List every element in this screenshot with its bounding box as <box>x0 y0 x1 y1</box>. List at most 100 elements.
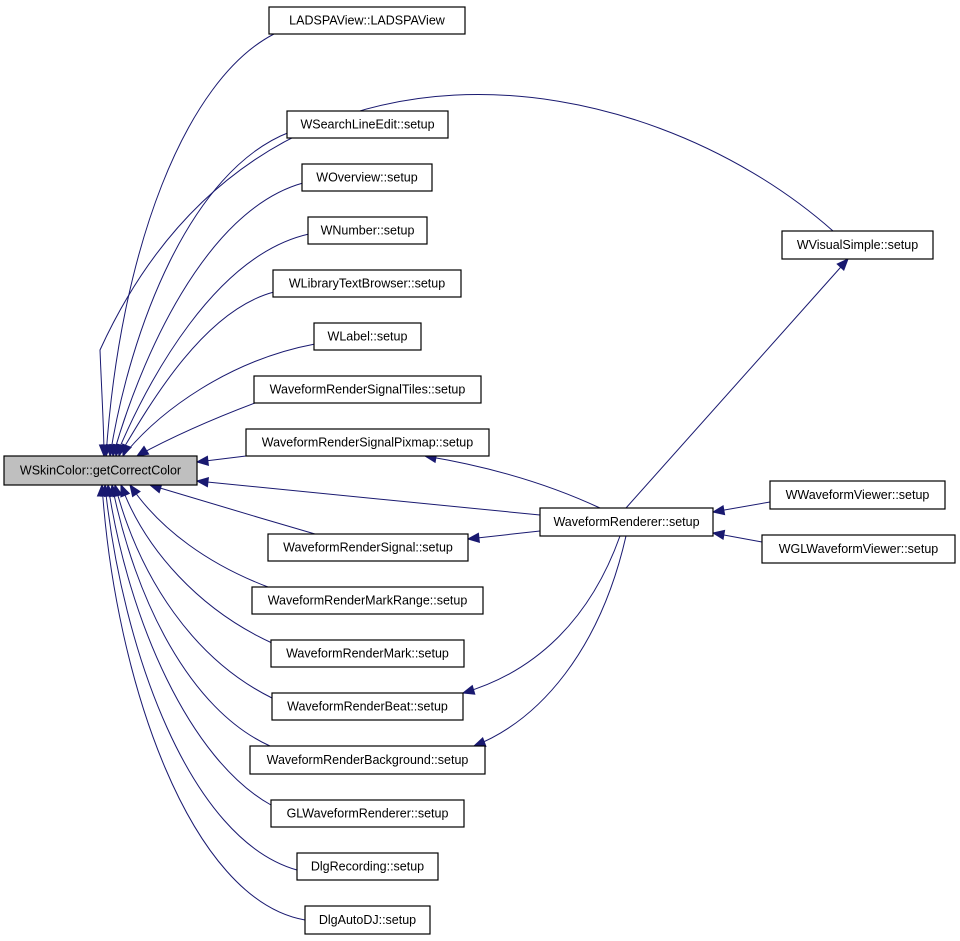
node-label: WOverview::setup <box>316 171 417 185</box>
arrowhead <box>472 737 487 747</box>
node-waveformrendersignalpixmap-setup[interactable]: WaveformRenderSignalPixmap::setup <box>245 428 490 457</box>
edge-renderer-to-beat <box>461 535 621 695</box>
edge-label-to-root <box>122 343 316 458</box>
edge-line <box>473 535 627 747</box>
arrowhead <box>135 445 150 457</box>
node-wnumber-setup[interactable]: WNumber::setup <box>307 216 428 245</box>
edge-line <box>111 484 271 747</box>
edge-line <box>114 484 273 699</box>
edge-line <box>149 484 316 535</box>
edge-line <box>625 258 849 509</box>
node-wwaveformviewer-setup[interactable]: WWaveformViewer::setup <box>769 480 946 510</box>
node-waveformrenderbeat-setup[interactable]: WaveformRenderBeat::setup <box>271 692 464 721</box>
node-label: WWaveformViewer::setup <box>786 488 930 502</box>
node-label: WaveformRenderSignalPixmap::setup <box>262 436 473 450</box>
node-label: WGLWaveformViewer::setup <box>779 542 939 556</box>
node-label: DlgAutoDJ::setup <box>319 913 416 927</box>
edge-renderer-to-pixmap <box>423 452 601 509</box>
node-waveformrenderbackground-setup[interactable]: WaveformRenderBackground::setup <box>249 745 486 775</box>
arrowhead <box>711 504 726 516</box>
edge-line <box>101 484 306 921</box>
node-label: WaveformRenderMark::setup <box>286 647 449 661</box>
node-dlgrecording-setup[interactable]: DlgRecording::setup <box>296 852 439 881</box>
arrowhead <box>711 529 726 541</box>
edge-mark-to-root <box>120 483 273 644</box>
edge-glviewer-to-renderer <box>711 529 763 543</box>
edge-pixmap-to-root <box>195 455 247 466</box>
edge-line <box>112 182 304 457</box>
edge-line <box>129 484 269 588</box>
node-wskincolor-getcorrectcolor[interactable]: WSkinColor::getCorrectColor <box>3 455 198 486</box>
node-label: WaveformRenderSignalTiles::setup <box>270 383 466 397</box>
node-label: WLabel::setup <box>328 330 408 344</box>
node-glwaveformrenderer-setup[interactable]: GLWaveformRenderer::setup <box>270 799 465 828</box>
edge-line <box>120 484 273 644</box>
edge-glwave-to-root <box>104 483 272 806</box>
node-label: DlgRecording::setup <box>311 860 424 874</box>
node-ladspaview[interactable]: LADSPAView::LADSPAView <box>268 6 466 35</box>
edge-renderer-to-root <box>195 477 541 516</box>
arrowhead <box>836 258 849 271</box>
edge-line <box>107 484 272 806</box>
arrowhead <box>195 477 209 488</box>
arrowhead <box>96 483 108 497</box>
edge-line <box>122 343 316 457</box>
node-label: WSearchLineEdit::setup <box>300 118 434 132</box>
node-label: WVisualSimple::setup <box>797 238 918 252</box>
node-waveformrendermarkrange-setup[interactable]: WaveformRenderMarkRange::setup <box>251 586 484 615</box>
edge-line <box>136 402 256 457</box>
node-label: WaveformRenderMarkRange::setup <box>268 594 468 608</box>
edge-number-to-root <box>112 233 310 458</box>
edge-line <box>196 480 541 516</box>
edge-markrange-to-root <box>129 483 269 588</box>
edge-viewer-to-renderer <box>711 501 771 516</box>
node-wlibrarytextbrowser-setup[interactable]: WLibraryTextBrowser::setup <box>272 269 462 298</box>
node-label: LADSPAView::LADSPAView <box>289 14 446 28</box>
edge-line <box>115 233 310 457</box>
edge-line <box>105 33 275 457</box>
arrowhead <box>129 483 141 498</box>
node-waveformrendermark-setup[interactable]: WaveformRenderMark::setup <box>270 639 465 668</box>
node-woverview-setup[interactable]: WOverview::setup <box>301 163 433 192</box>
edge-tiles-to-root <box>135 402 256 457</box>
arrowhead <box>120 483 131 498</box>
edge-line <box>104 484 298 871</box>
node-label: GLWaveformRenderer::setup <box>287 807 449 821</box>
edge-renderer-to-signal <box>466 530 541 543</box>
node-wsearchlineedit-setup[interactable]: WSearchLineEdit::setup <box>286 110 449 139</box>
node-label: WSkinColor::getCorrectColor <box>20 464 181 478</box>
node-wglwaveformviewer-setup[interactable]: WGLWaveformViewer::setup <box>761 534 956 564</box>
arrowhead <box>195 455 209 466</box>
node-waveformrenderer-setup[interactable]: WaveformRenderer::setup <box>539 507 714 537</box>
edge-renderer-to-background <box>472 535 627 747</box>
edge-line <box>467 530 541 540</box>
edge-ladspa-to-root <box>101 33 275 458</box>
edge-line <box>109 131 291 457</box>
edge-line <box>462 535 621 694</box>
node-label: WaveformRenderBackground::setup <box>267 753 469 767</box>
arrowhead <box>122 443 132 458</box>
edge-renderer-to-visualsimple <box>625 258 849 509</box>
edge-line <box>118 291 275 457</box>
edge-autodj-to-root <box>96 483 306 921</box>
node-wlabel-setup[interactable]: WLabel::setup <box>313 322 422 351</box>
node-label: WLibraryTextBrowser::setup <box>289 277 445 291</box>
edges <box>96 33 849 921</box>
node-wvisualsimple-setup[interactable]: WVisualSimple::setup <box>781 230 934 260</box>
node-label: WaveformRenderSignal::setup <box>283 541 453 555</box>
node-label: WaveformRenderer::setup <box>553 515 699 529</box>
edge-background-to-root <box>108 483 271 747</box>
edge-overview-to-root <box>109 182 304 458</box>
node-waveformrendersignal-setup[interactable]: WaveformRenderSignal::setup <box>267 533 469 562</box>
arrowhead <box>461 684 476 695</box>
edge-line <box>424 455 601 509</box>
node-label: WaveformRenderBeat::setup <box>287 700 448 714</box>
node-waveformrendersignaltiles-setup[interactable]: WaveformRenderSignalTiles::setup <box>253 375 482 404</box>
arrowhead <box>466 532 480 543</box>
edge-signal-to-root <box>148 483 316 535</box>
node-dlgautodj-setup[interactable]: DlgAutoDJ::setup <box>304 905 431 935</box>
node-label: WNumber::setup <box>321 224 415 238</box>
edge-beat-to-root <box>112 483 273 699</box>
edge-search-to-root <box>105 131 291 458</box>
